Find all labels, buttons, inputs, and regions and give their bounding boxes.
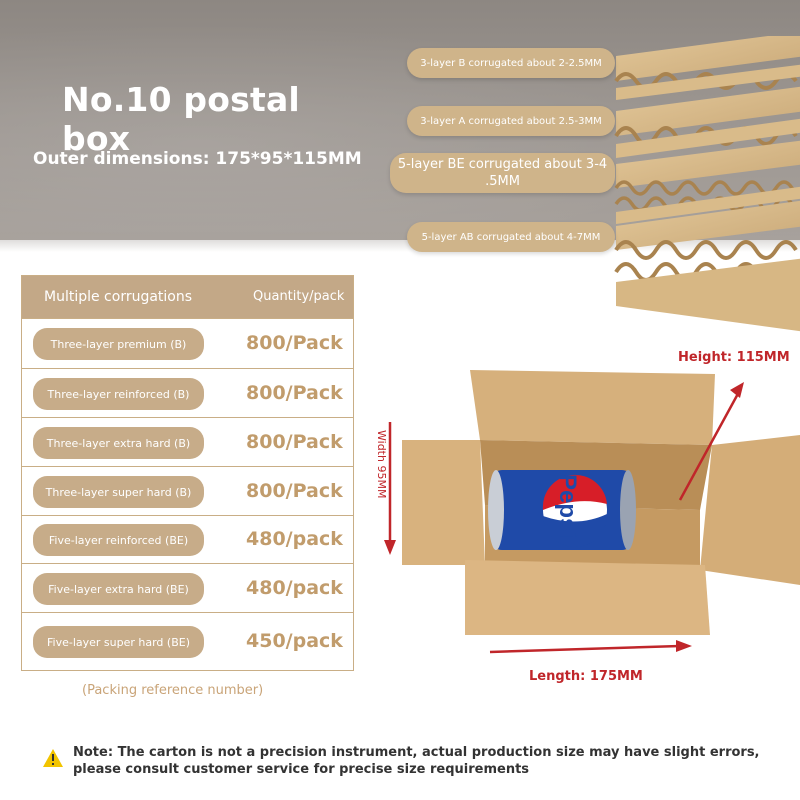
can-brand: Pepsi [554, 474, 581, 538]
height-label: Height: 115MM [678, 350, 790, 365]
right-flap [700, 435, 800, 585]
length-arrow [489, 640, 692, 654]
sheet-3 [614, 140, 800, 224]
quantity-per-pack: 450/pack [246, 630, 343, 652]
packing-reference-note: (Packing reference number) [82, 683, 264, 698]
outer-dimensions: Outer dimensions: 175*95*115MM [33, 149, 362, 169]
back-flap [470, 370, 715, 445]
sheet-2 [614, 86, 800, 158]
left-flap [402, 440, 485, 565]
table-row: Three-layer reinforced (B) 800/Pack [22, 368, 353, 417]
layer-label-1: 3-layer B corrugated about 2-2.5MM [407, 48, 615, 78]
width-arrow [384, 422, 396, 555]
table-row: Five-layer super hard (BE) 450/pack [22, 612, 353, 670]
length-label: Length: 175MM [529, 669, 643, 684]
table-row: Five-layer extra hard (BE) 480/pack [22, 563, 353, 612]
page-title: No.10 postal box [62, 80, 300, 158]
sheet-4 [614, 200, 800, 332]
quantity-per-pack: 800/Pack [246, 332, 343, 354]
layer-label-4: 5-layer AB corrugated about 4-7MM [407, 222, 615, 252]
pepsi-can: Pepsi [488, 470, 636, 550]
quantity-per-pack: 800/Pack [246, 480, 343, 502]
corrugation-type: Three-layer premium (B) [33, 328, 204, 360]
sheet-1 [614, 36, 800, 100]
table-row: Three-layer premium (B) 800/Pack [22, 318, 353, 368]
layer-label-2: 3-layer A corrugated about 2.5-3MM [407, 106, 615, 136]
table-header: Multiple corrugations Quantity/pack [22, 276, 353, 318]
header-corrugations: Multiple corrugations [44, 289, 193, 305]
quantity-per-pack: 480/pack [246, 577, 343, 599]
corrugation-table: Multiple corrugations Quantity/pack Thre… [21, 275, 354, 671]
corrugation-type: Three-layer extra hard (B) [33, 427, 204, 459]
corrugation-type: Five-layer reinforced (BE) [33, 524, 204, 556]
front-flap [465, 560, 710, 635]
corrugation-type: Three-layer reinforced (B) [33, 378, 204, 410]
height-arrow [678, 382, 744, 501]
corrugated-sheets-illustration [614, 36, 800, 332]
table-row: Three-layer super hard (B) 800/Pack [22, 466, 353, 515]
table-row: Three-layer extra hard (B) 800/Pack [22, 417, 353, 466]
quantity-per-pack: 800/Pack [246, 431, 343, 453]
corrugation-type: Five-layer super hard (BE) [33, 626, 204, 658]
header-quantity: Quantity/pack [253, 289, 345, 304]
layer-label-3: 5-layer BE corrugated about 3-4 .5MM [390, 153, 615, 193]
width-label: Width 95MM [375, 430, 388, 499]
quantity-per-pack: 480/pack [246, 528, 343, 550]
quantity-per-pack: 800/Pack [246, 382, 343, 404]
corrugation-type: Three-layer super hard (B) [33, 476, 204, 508]
carton-box-illustration: Pepsi [384, 370, 800, 654]
disclaimer-note: Note: The carton is not a precision inst… [73, 745, 760, 777]
corrugation-type: Five-layer extra hard (BE) [33, 573, 204, 605]
warning-icon [43, 749, 63, 767]
table-row: Five-layer reinforced (BE) 480/pack [22, 515, 353, 563]
